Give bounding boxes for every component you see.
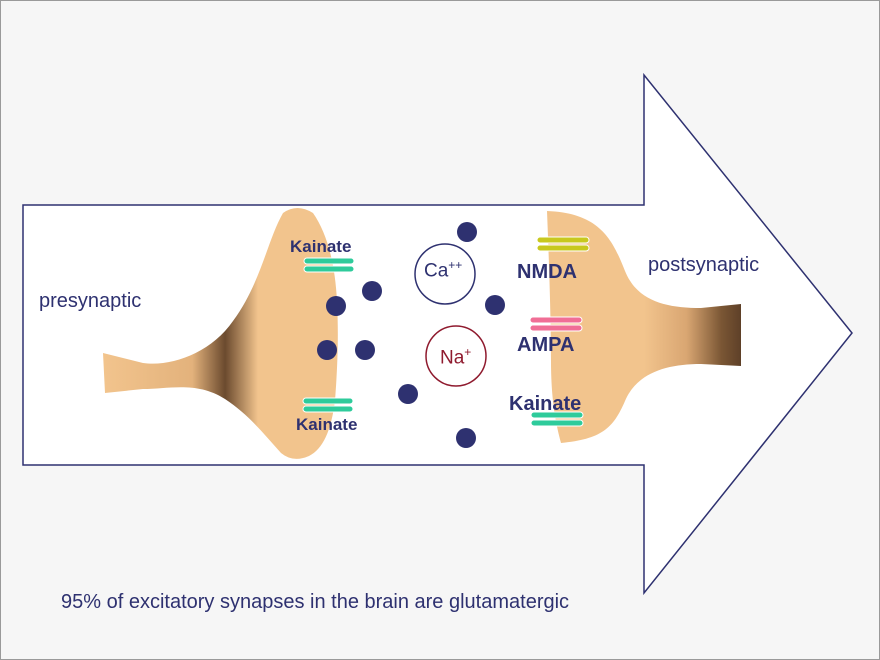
kainate-pre-top-label: Kainate xyxy=(290,237,352,256)
sodium-ion-icon xyxy=(425,325,487,387)
glutamate-molecule-icon xyxy=(317,340,337,360)
ampa-receptor xyxy=(529,316,583,332)
glutamate-molecule-icon xyxy=(355,340,375,360)
sodium-ion-label: Na+ xyxy=(440,346,471,367)
calcium-symbol: Ca xyxy=(424,260,449,282)
calcium-charge: ++ xyxy=(448,258,463,272)
glutamate-molecule-icon xyxy=(457,222,477,242)
presynaptic-terminal xyxy=(103,208,338,459)
kainate-receptor-post xyxy=(530,411,584,427)
postsynaptic-label: postsynaptic xyxy=(648,254,760,276)
glutamate-molecule-icon xyxy=(456,428,476,448)
glutamate-molecule-icon xyxy=(485,295,505,315)
kainate-receptor-pre-top xyxy=(303,257,355,273)
kainate-pre-bottom-label: Kainate xyxy=(296,415,358,434)
ampa-label: AMPA xyxy=(517,334,575,356)
calcium-ion-icon xyxy=(414,243,476,305)
presynaptic-label: presynaptic xyxy=(39,290,142,312)
sodium-symbol: Na xyxy=(440,347,465,369)
nmda-receptor xyxy=(536,236,590,252)
glutamate-molecule-icon xyxy=(326,296,346,316)
calcium-ion-label: Ca++ xyxy=(424,259,462,280)
nmda-label: NMDA xyxy=(517,261,577,283)
sodium-charge: + xyxy=(464,345,472,359)
kainate-receptor-pre-bottom xyxy=(302,397,354,413)
kainate-post-label: Kainate xyxy=(509,393,582,415)
postsynaptic-terminal xyxy=(547,211,741,443)
diagram-caption: 95% of excitatory synapses in the brain … xyxy=(61,591,570,613)
glutamate-molecule-icon xyxy=(398,384,418,404)
glutamate-molecule-icon xyxy=(362,281,382,301)
